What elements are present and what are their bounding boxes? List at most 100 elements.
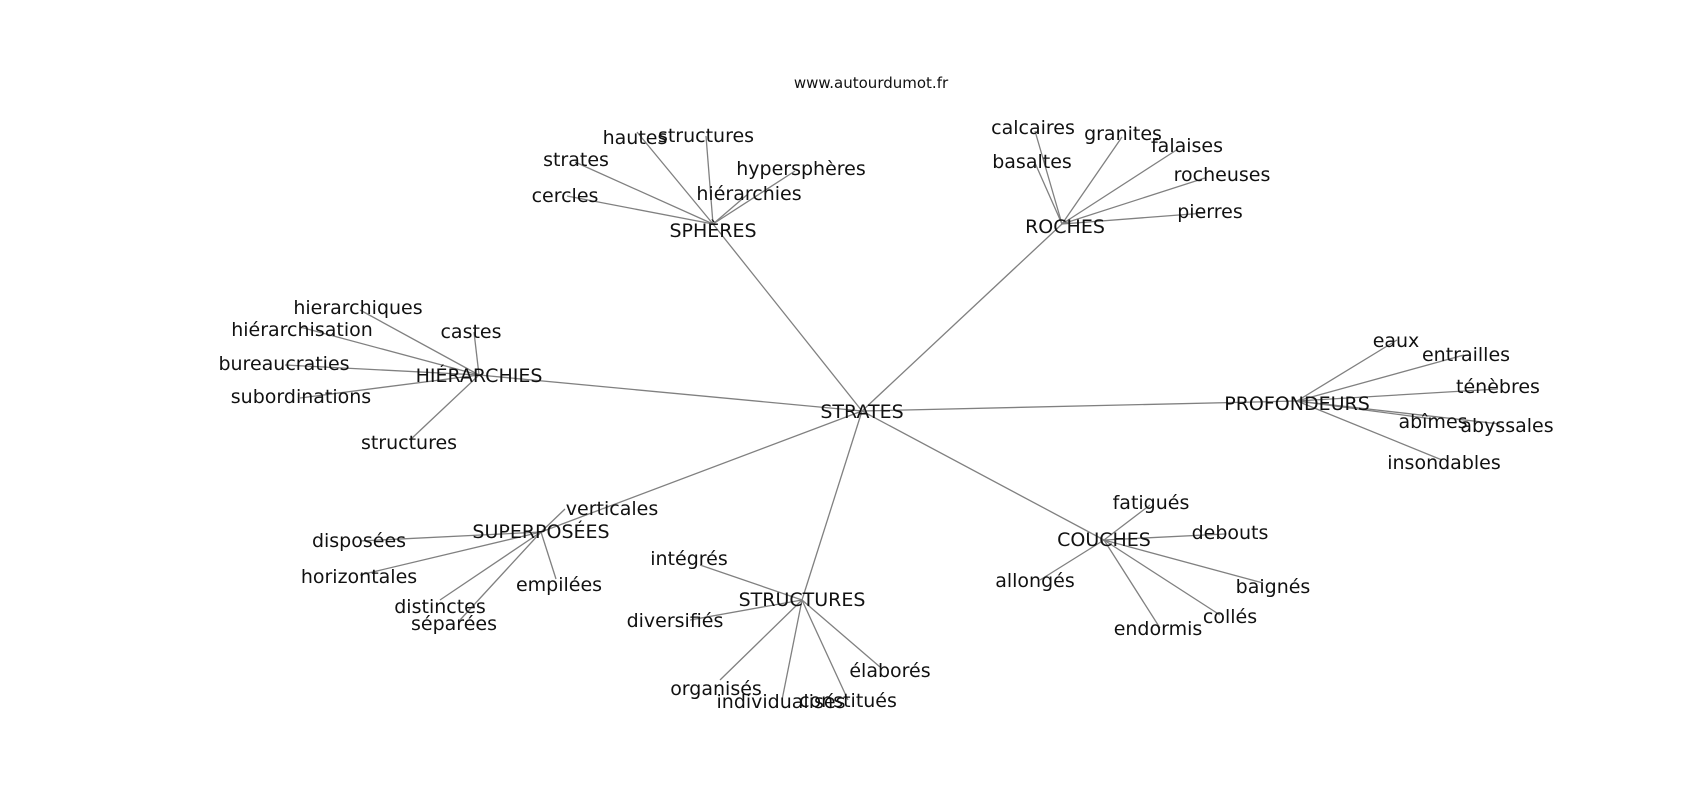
word-node-label: strates: [543, 149, 609, 171]
word-node-label: collés: [1203, 606, 1257, 628]
hub-node-label: PROFONDEURS: [1224, 393, 1370, 415]
hub-word-edge: [712, 193, 749, 225]
word-node-label: fatigués: [1113, 492, 1190, 514]
hub-word-edge: [540, 508, 566, 533]
word-node-label: abîmes: [1398, 411, 1467, 433]
word-node-label: bureaucraties: [218, 353, 349, 375]
hub-word-edge: [566, 195, 714, 225]
word-node-label: constitués: [799, 690, 897, 712]
word-node-label: hautes: [603, 127, 668, 149]
hub-word-edge: [1296, 339, 1398, 402]
center-hub-edge: [478, 374, 863, 412]
word-node-label: subordinations: [231, 386, 371, 408]
word-node-label: entrailles: [1422, 344, 1510, 366]
word-node-label: disposées: [312, 530, 406, 552]
word-node-label: verticales: [566, 498, 658, 520]
hub-word-edge: [801, 599, 881, 668]
center-hub-edge: [712, 223, 863, 412]
hub-word-edge: [1296, 400, 1443, 461]
hub-word-edge: [719, 599, 803, 681]
hub-word-edge: [1034, 130, 1063, 225]
word-node-label: organisés: [670, 678, 762, 700]
hub-word-edge: [1039, 539, 1105, 581]
hub-word-edge: [712, 170, 796, 225]
hub-word-edge: [1296, 354, 1465, 402]
hub-word-edge: [459, 531, 542, 621]
hub-node-label: HIÉRARCHIES: [416, 364, 543, 387]
hub-node-label: ROCHES: [1025, 216, 1105, 238]
hub-node-label: SPHÈRES: [669, 219, 756, 242]
word-node-label: insondables: [1387, 452, 1501, 474]
word-node-label: pierres: [1177, 201, 1243, 223]
hub-word-edge: [473, 331, 480, 376]
hub-node-label: STRUCTURES: [739, 589, 866, 611]
word-node-label: debouts: [1192, 522, 1269, 544]
hub-word-edge: [439, 531, 542, 601]
hub-word-edge: [540, 531, 557, 580]
hub-word-edge: [1034, 162, 1063, 225]
center-hub-edge: [801, 410, 863, 601]
hub-word-edge: [359, 309, 480, 376]
word-node-label: distinctes: [394, 596, 486, 618]
hub-word-edge: [1103, 539, 1161, 629]
hub-word-edge: [1103, 539, 1221, 616]
word-node-label: endormis: [1114, 618, 1203, 640]
hub-word-edge: [299, 326, 480, 376]
hub-word-edge: [359, 531, 542, 576]
word-node-label: empilées: [516, 574, 602, 596]
word-node-label: falaises: [1151, 135, 1223, 157]
word-node-label: hiérarchies: [696, 183, 801, 205]
hub-word-edge: [705, 135, 714, 225]
hub-word-edge: [1103, 539, 1264, 584]
hub-word-edge: [574, 161, 714, 225]
word-node-label: allongés: [995, 570, 1075, 592]
word-node-label: horizontales: [301, 566, 417, 588]
hub-word-edge: [1103, 504, 1151, 541]
word-node-label: eaux: [1373, 330, 1420, 352]
word-node-label: castes: [440, 321, 501, 343]
hub-word-edge: [409, 374, 480, 441]
hub-word-edge: [1296, 388, 1499, 402]
hub-word-edge: [699, 564, 803, 601]
word-node-label: hierarchiques: [293, 297, 422, 319]
hub-node-label: COUCHES: [1057, 529, 1151, 551]
hub-word-edge: [1296, 400, 1501, 425]
word-node-label: individualisés: [717, 691, 846, 713]
word-node-label: structures: [658, 125, 754, 147]
word-node-label: diversifiés: [627, 610, 724, 632]
center-hub-edge: [861, 223, 1063, 412]
center-hub-edge: [861, 400, 1298, 412]
word-node-label: ténèbres: [1456, 376, 1540, 398]
word-node-label: structures: [361, 432, 457, 454]
hub-word-edge: [801, 599, 849, 701]
word-node-label: rocheuses: [1174, 164, 1271, 186]
word-node-label: granites: [1084, 123, 1162, 145]
hub-word-edge: [636, 131, 714, 225]
center-hub-edge: [540, 410, 863, 533]
center-hub-edge: [861, 410, 1105, 541]
hub-word-edge: [689, 599, 803, 621]
word-node-label: abyssales: [1460, 415, 1553, 437]
edges-layer: [284, 130, 1501, 701]
word-node-label: hypersphères: [736, 158, 866, 180]
hub-word-edge: [1061, 177, 1206, 225]
hub-word-edge: [781, 599, 803, 701]
word-node-label: séparées: [411, 613, 497, 635]
hub-word-edge: [359, 531, 542, 542]
hub-word-edge: [284, 364, 480, 376]
word-node-label: basaltes: [992, 151, 1072, 173]
hub-word-edge: [1103, 533, 1226, 541]
center-node-label: STRATES: [820, 401, 903, 423]
word-node-label: cercles: [532, 185, 599, 207]
hub-word-edge: [1061, 136, 1123, 225]
hub-node-label: SUPERPOSÉES: [472, 520, 609, 543]
word-node-label: baignés: [1236, 576, 1311, 598]
hub-word-edge: [1061, 212, 1206, 225]
word-node-label: calcaires: [991, 117, 1075, 139]
word-node-label: intégrés: [650, 548, 728, 570]
hub-word-edge: [1061, 148, 1179, 225]
source-label: www.autourdumot.fr: [794, 74, 949, 92]
hub-word-edge: [299, 374, 480, 399]
